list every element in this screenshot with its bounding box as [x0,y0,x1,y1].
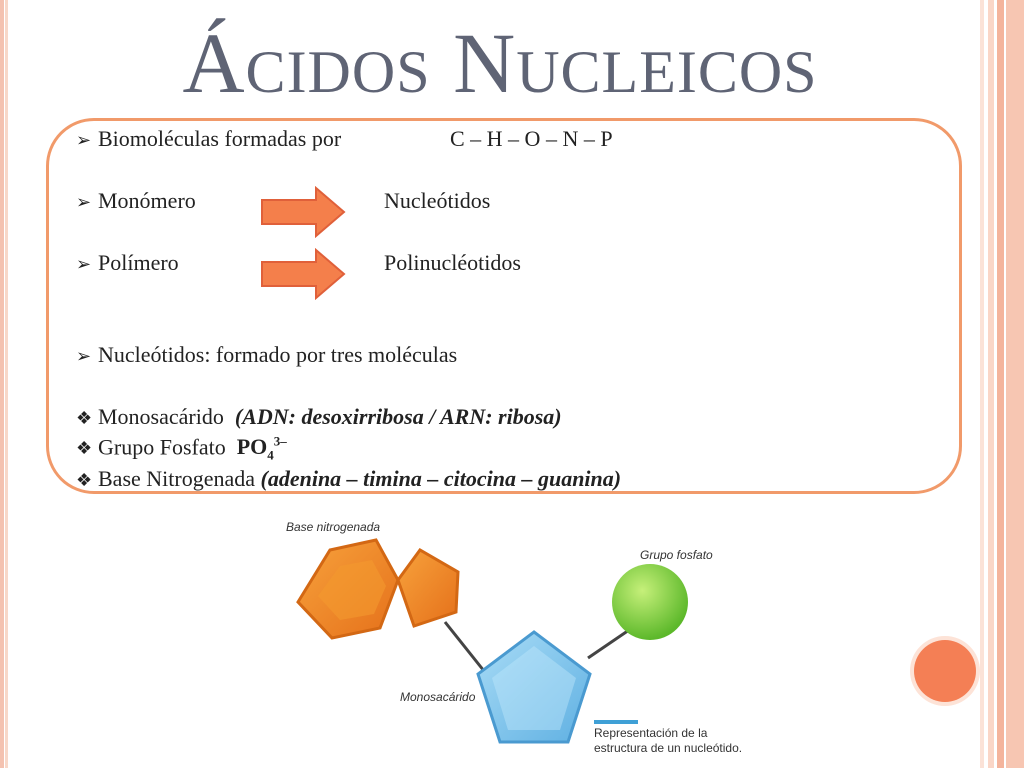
arrow-bullet-icon: ➢ [76,192,92,212]
bullet-label: Biomoléculas formadas por [98,126,342,151]
item-monosaccharide: ❖Monosacárido (ADN: desoxirribosa / ARN:… [76,404,562,430]
diamond-bullet-icon: ❖ [76,470,93,490]
bullet-label: Polímero [98,250,179,275]
stripe [988,0,994,768]
phosphate-formula: PO43– [236,434,287,463]
stripe [980,0,984,768]
arrow-bullet-icon: ➢ [76,130,92,150]
monomer-value: Nucleótidos [384,188,491,213]
diagram-caption: Representación de la estructura de un nu… [594,726,742,756]
arrow-bullet-icon: ➢ [76,254,92,274]
slide-title: Ácidos Nucleicos [182,15,818,111]
item-label: Grupo Fosfato [98,434,226,460]
caption-accent-bar [594,720,638,724]
bullet-polymer: ➢ Polímero [76,250,179,276]
bullet-label: Monómero [98,188,196,213]
border-stripe [0,0,4,768]
item-detail: (adenina – timina – citocina – guanina) [260,466,622,491]
stripe [1006,0,1024,768]
right-arrow-icon [261,248,346,300]
right-stripes-decoration [972,0,1024,768]
item-phosphate: ❖Grupo Fosfato PO43– [76,434,287,464]
decorative-circle [914,640,976,702]
bullet-monomer: ➢ Monómero [76,188,196,214]
item-label: Base Nitrogenada [98,466,255,491]
nucleotide-illustration [296,538,688,744]
left-border-decoration [0,0,12,768]
item-base: ❖Base Nitrogenada (adenina – timina – ci… [76,466,621,492]
caption-line: Representación de la [594,726,708,740]
polymer-value: Polinucléotidos [384,250,521,275]
stripe [997,0,1004,768]
bullet-nucleotides: ➢ Nucleótidos: formado por tres moléculas [76,342,457,368]
arrow-bullet-icon: ➢ [76,346,92,366]
border-stripe [5,0,8,768]
label-monosaccharide: Monosacárido [400,690,476,704]
nucleotide-diagram: Base nitrogenada Grupo fosfato Monosacár… [270,510,770,768]
label-nitrogenous-base: Base nitrogenada [286,520,381,534]
elements-value: C – H – O – N – P [450,126,613,151]
diamond-bullet-icon: ❖ [76,438,93,459]
diamond-bullet-icon: ❖ [76,408,93,428]
item-label: Monosacárido [98,404,224,429]
bullet-label: Nucleótidos: formado por tres moléculas [98,342,458,367]
caption-line: estructura de un nucleótido. [594,741,743,755]
right-arrow-icon [261,186,346,238]
item-detail: (ADN: desoxirribosa / ARN: ribosa) [234,404,562,429]
label-phosphate-group: Grupo fosfato [640,548,713,562]
content-box [46,118,962,494]
bullet-composition: ➢ Biomoléculas formadas por [76,126,341,152]
